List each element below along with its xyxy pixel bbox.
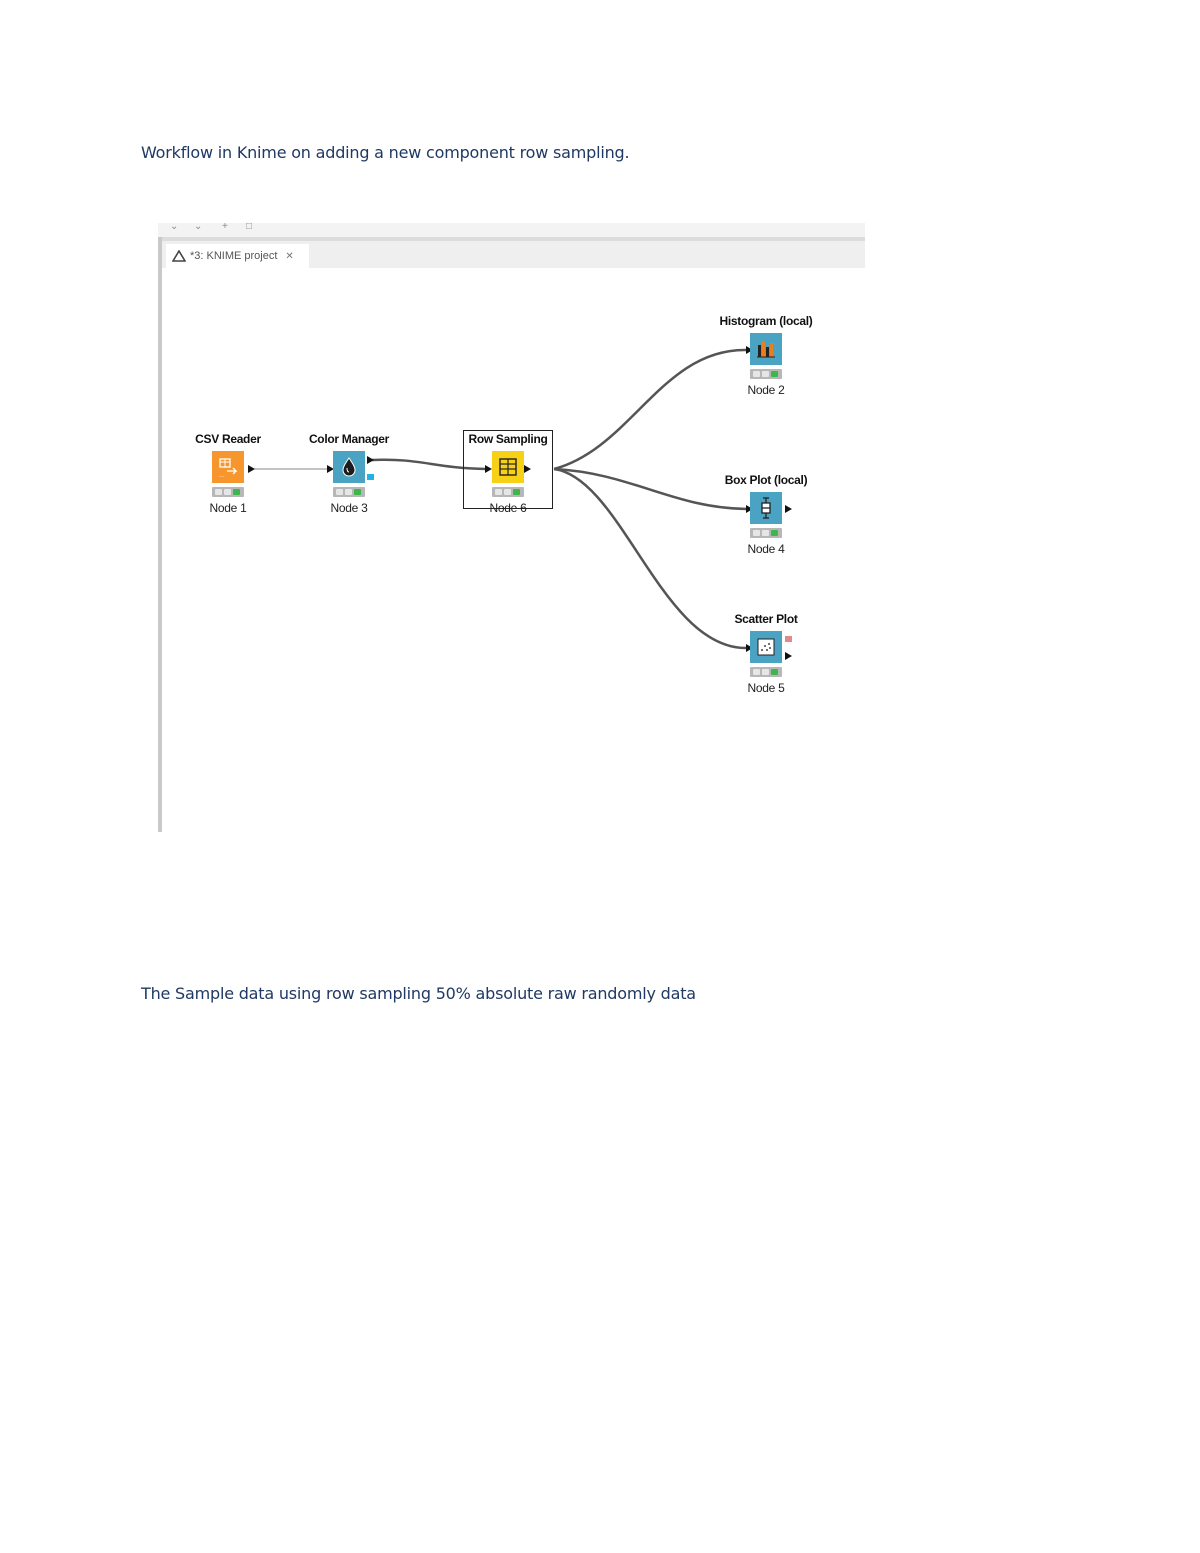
close-icon[interactable]: ✕ bbox=[285, 250, 294, 262]
tab-label: *3: KNIME project bbox=[190, 250, 278, 262]
node-title: Row Sampling bbox=[468, 432, 548, 446]
in-port-arrow bbox=[746, 346, 753, 354]
node-box[interactable] bbox=[750, 333, 782, 365]
file-reader-icon: ... bbox=[212, 451, 244, 483]
node-status-lights bbox=[750, 528, 782, 538]
node-label: Node 4 bbox=[747, 542, 785, 556]
node-label: Node 1 bbox=[209, 501, 247, 515]
node-histogram[interactable]: Histogram (local) Node 2 bbox=[706, 314, 826, 397]
node-csv-reader[interactable]: CSV Reader ... Node 1 bbox=[168, 432, 288, 515]
node-label: Node 5 bbox=[747, 681, 785, 695]
window-icon[interactable]: □ bbox=[246, 223, 253, 232]
in-port-arrow bbox=[746, 505, 753, 513]
node-title: Color Manager bbox=[308, 432, 390, 446]
in-port-arrow bbox=[327, 465, 334, 473]
in-port-arrow bbox=[746, 644, 753, 652]
workflow-canvas[interactable]: CSV Reader ... Node 1 Color Manager bbox=[162, 268, 865, 832]
editor-tab-bar: *3: KNIME project ✕ bbox=[162, 241, 865, 268]
node-box[interactable] bbox=[750, 631, 782, 663]
dropdown-icon[interactable]: ⌄ bbox=[194, 223, 203, 232]
node-title: Histogram (local) bbox=[719, 314, 813, 328]
connection-rows-hist bbox=[553, 348, 748, 471]
node-title: Box Plot (local) bbox=[724, 473, 808, 487]
svg-text:...: ... bbox=[219, 472, 225, 479]
in-port-arrow bbox=[485, 465, 492, 473]
node-label: Node 3 bbox=[330, 501, 368, 515]
node-status-lights bbox=[750, 667, 782, 677]
editor-toolbar: ⌄ ⌄ + □ bbox=[158, 223, 865, 237]
node-scatter-plot[interactable]: Scatter Plot Node 5 bbox=[706, 612, 826, 695]
connection-lines bbox=[248, 346, 792, 660]
out-port-arrow bbox=[367, 456, 374, 464]
node-label: Node 2 bbox=[747, 383, 785, 397]
intro-paragraph: Workflow in Knime on adding a new compon… bbox=[141, 143, 630, 162]
node-box[interactable] bbox=[750, 492, 782, 524]
table-sampling-icon bbox=[492, 451, 524, 483]
node-box-plot[interactable]: Box Plot (local) Node 4 bbox=[706, 473, 826, 556]
warning-icon bbox=[172, 250, 186, 262]
editor-left-border bbox=[158, 237, 162, 832]
box-plot-icon bbox=[750, 492, 782, 524]
node-row-sampling[interactable]: Row Sampling Node 6 bbox=[448, 432, 568, 515]
sample-data-paragraph: The Sample data using row sampling 50% a… bbox=[141, 984, 696, 1003]
node-status-lights bbox=[212, 487, 244, 497]
color-drop-icon bbox=[333, 451, 365, 483]
node-box[interactable] bbox=[333, 451, 365, 483]
node-selection-frame bbox=[463, 430, 553, 509]
node-title: CSV Reader bbox=[195, 432, 261, 446]
model-port bbox=[785, 636, 792, 642]
histogram-icon bbox=[750, 333, 782, 365]
plus-icon[interactable]: + bbox=[222, 223, 228, 232]
connection-rows-scatter bbox=[553, 467, 748, 650]
connection-color-rows bbox=[371, 458, 488, 471]
node-status-lights bbox=[750, 369, 782, 379]
node-status-lights bbox=[492, 487, 524, 497]
out-port-arrow bbox=[524, 465, 531, 473]
divider bbox=[162, 237, 865, 241]
node-title: Scatter Plot bbox=[734, 612, 798, 626]
node-color-manager[interactable]: Color Manager Node 3 bbox=[289, 432, 409, 515]
tab-knime-project[interactable]: *3: KNIME project ✕ bbox=[166, 244, 309, 268]
node-box[interactable] bbox=[492, 451, 524, 483]
knime-workflow-screenshot: ⌄ ⌄ + □ *3: KNIME project ✕ bbox=[158, 223, 865, 832]
model-port bbox=[367, 474, 374, 480]
scatter-plot-icon bbox=[750, 631, 782, 663]
node-label: Node 6 bbox=[489, 501, 527, 515]
dropdown-icon[interactable]: ⌄ bbox=[170, 223, 179, 232]
node-box[interactable]: ... bbox=[212, 451, 244, 483]
connection-rows-box bbox=[553, 467, 748, 511]
out-port-arrow bbox=[785, 652, 792, 660]
node-status-lights bbox=[333, 487, 365, 497]
out-port-arrow bbox=[248, 465, 255, 473]
out-port-arrow bbox=[785, 505, 792, 513]
